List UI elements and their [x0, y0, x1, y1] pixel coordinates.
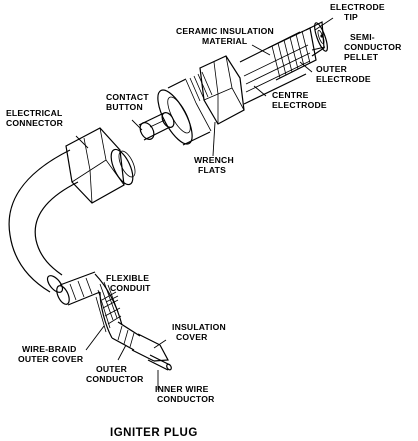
flexible-cable-upper: [8, 149, 79, 293]
label-electrical-connector: ELECTRICAL CONNECTOR: [6, 108, 65, 128]
plug-body: [157, 21, 328, 146]
label-outer-conductor: OUTER CONDUCTOR: [86, 364, 144, 384]
label-ceramic-insulation: CERAMIC INSULATION MATERIAL: [176, 26, 277, 46]
contact-button: [138, 112, 175, 141]
label-centre-electrode: CENTRE ELECTRODE: [272, 90, 327, 110]
leader-lines: [75, 17, 334, 390]
label-insulation-cover: INSULATION COVER: [172, 322, 228, 342]
label-wire-braid: WIRE-BRAID OUTER COVER: [18, 344, 84, 364]
label-flexible-conduit: FLEXIBLE CONDUIT: [106, 273, 152, 293]
label-semiconductor-pellet: SEMI- CONDUCTOR PELLET: [344, 32, 404, 62]
electrical-connector-nut: [65, 127, 136, 204]
labels: ELECTRODE TIP CERAMIC INSULATION MATERIA…: [6, 2, 404, 439]
label-wrench-flats: WRENCH FLATS: [194, 155, 236, 175]
diagram-title: IGNITER PLUG: [110, 427, 198, 439]
label-inner-wire: INNER WIRE CONDUCTOR: [155, 384, 215, 404]
label-electrode-tip: ELECTRODE TIP: [330, 2, 387, 22]
label-contact-button: CONTACT BUTTON: [106, 92, 151, 112]
label-outer-electrode: OUTER ELECTRODE: [316, 64, 371, 84]
